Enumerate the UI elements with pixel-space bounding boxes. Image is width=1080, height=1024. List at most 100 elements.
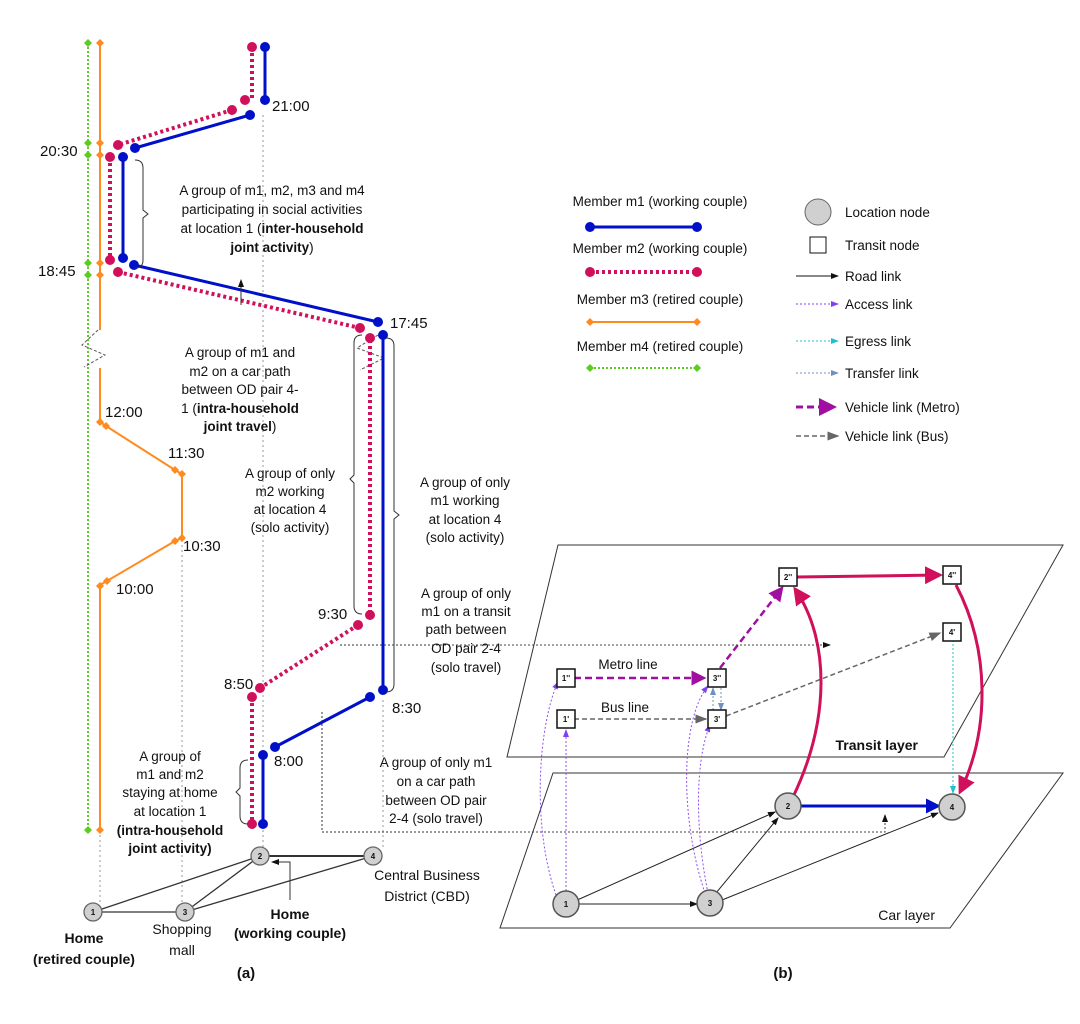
annotation-pointers [452,642,888,833]
m1-trajectory [118,42,388,829]
transit-node-label: 1'' [562,674,570,683]
annotation-line: m1 and m2 [136,767,204,782]
annotation-line: m2 working [255,484,324,499]
legend-label: Member m4 (retired couple) [577,339,744,354]
legend-label: Transfer link [845,366,919,381]
time-label: 12:00 [105,404,143,421]
annotation-brackets [134,159,500,833]
annotation-m1-work: A group of only m1 working at location 4… [420,475,510,545]
annotation-line: joint travel) [203,419,277,434]
node-label: 3 [183,908,188,917]
annotation-line: (solo activity) [251,520,330,535]
transit-node-label: 3'' [713,674,721,683]
m2-vehicle-links [791,566,984,798]
location-node-label: 3 [708,899,713,908]
node-label: 4 [371,852,376,861]
time-label: 20:30 [40,143,78,160]
annotation-line: (solo activity) [426,530,505,545]
time-label: 10:30 [183,538,221,555]
bus-links [574,632,942,724]
annotation-m1-car: A group of only m1 on a car path between… [380,755,493,826]
location-label: (working couple) [234,925,346,941]
annotation-m1-transit: A group of only m1 on a transit path bet… [421,586,511,675]
legend-label: Vehicle link (Metro) [845,400,960,415]
location-nodes: 1 3 2 4 [552,792,966,918]
legend-label: Egress link [845,334,911,349]
location-label: mall [169,942,195,958]
legend-label: Location node [845,205,930,220]
annotation-line: (intra-household [117,823,224,838]
location-node-label: 2 [786,802,791,811]
annotation-line: A group of only [420,475,510,490]
annotation-line: (solo travel) [431,660,502,675]
node-label: 2 [258,852,263,861]
legend-label: Road link [845,269,902,284]
time-label: 9:30 [318,606,347,623]
annotation-m2-work: A group of only m2 working at location 4… [245,466,335,535]
annotation-line: between OD pair [385,793,487,808]
annotation-line: m1 working [430,493,499,508]
panel-b: Transit layer Car layer Metro line Bus l… [452,544,1064,982]
legend-label: Vehicle link (Bus) [845,429,949,444]
annotation-line: A group of [139,749,201,764]
time-label: 21:00 [272,98,310,115]
transit-node-label: 1' [563,715,569,724]
legend: Member m1 (working couple) Member m2 (wo… [573,194,960,444]
legend-label: Member m3 (retired couple) [577,292,744,307]
annotation-line: at location 1 (inter-household [180,221,363,236]
time-label: 8:30 [392,700,421,717]
annotation-line: A group of m1, m2, m3 and m4 [179,183,365,198]
annotation-line: between OD pair 4- [181,382,298,397]
transit-layer-plane [506,544,1064,758]
annotation-line: m1 on a transit [421,604,511,619]
road-links [574,811,939,907]
annotation-line: A group of only [421,586,511,601]
transit-node-label: 4' [949,628,955,637]
transit-node-label: 3' [714,715,720,724]
annotation-car-4-1: A group of m1 and m2 on a car path betwe… [181,345,299,434]
annotation-social: A group of m1, m2, m3 and m4 participati… [179,183,365,255]
annotation-line: at location 4 [429,512,502,527]
time-label: 17:45 [390,315,428,332]
annotation-line: joint activity) [127,841,211,856]
annotation-line: 1 (intra-household [181,401,299,416]
annotation-line: A group of only m1 [380,755,493,770]
transfer-links [710,687,724,711]
location-label: District (CBD) [384,888,470,904]
time-label: 10:00 [116,581,154,598]
location-node-label: 4 [950,803,955,812]
metro-line-label: Metro line [598,657,657,672]
time-label: 18:45 [38,263,76,280]
annotation-line: A group of m1 and [185,345,295,360]
legend-members: Member m1 (working couple) Member m2 (wo… [573,194,748,372]
node-label: 1 [91,908,96,917]
annotation-line: A group of only [245,466,335,481]
annotation-line: participating in social activities [182,202,363,217]
transit-layer-label: Transit layer [836,737,919,753]
location-label: Central Business [374,867,480,883]
annotation-home: A group of m1 and m2 staying at home at … [117,749,224,856]
time-label: 8:00 [274,753,303,770]
caption-b: (b) [773,965,792,982]
m3-trajectory [96,39,186,834]
location-node-icon [804,198,832,226]
time-label: 8:50 [224,676,253,693]
annotation-line: at location 4 [254,502,327,517]
car-layer-label: Car layer [878,907,935,923]
m2-trajectory [105,42,375,829]
m4-trajectory [84,39,92,834]
location-label: Home [65,930,104,946]
car-layer-plane [499,772,1064,929]
annotation-line: staying at home [122,785,217,800]
annotation-line: 2-4 (solo travel) [389,811,483,826]
legend-label: Member m1 (working couple) [573,194,748,209]
caption-a: (a) [237,965,255,982]
time-labels: 21:00 20:30 18:45 17:45 12:00 11:30 10:3… [38,98,428,770]
transit-nodes: 1'' 3'' 1' 3' 2'' 4'' 4' [556,565,962,729]
legend-label: Access link [845,297,913,312]
annotation-line: path between [425,622,506,637]
access-links [539,681,711,896]
annotation-line: at location 1 [134,804,207,819]
annotation-line: joint activity) [229,240,313,255]
